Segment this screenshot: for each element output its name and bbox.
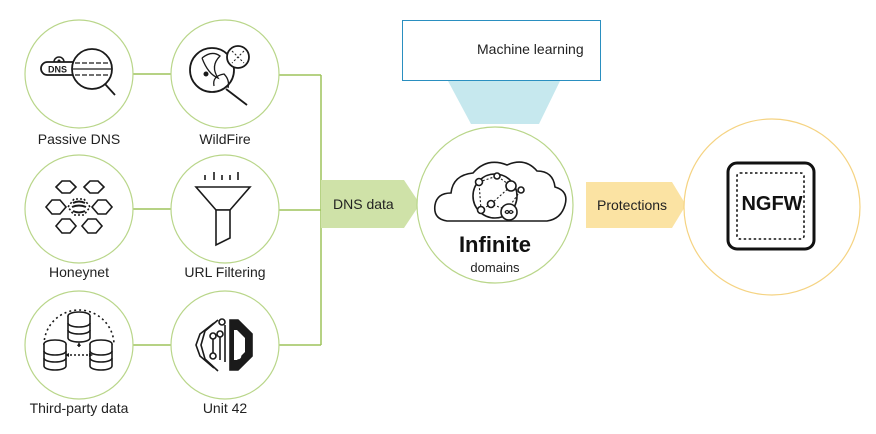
source-label-passive-dns: Passive DNS <box>37 131 121 147</box>
cloud-network-icon <box>433 161 567 222</box>
honeycomb-icon <box>44 180 114 234</box>
databases-icon <box>43 309 115 371</box>
unit42-circuit-icon <box>195 318 253 372</box>
source-label-unit42: Unit 42 <box>202 400 248 416</box>
machine-learning-label: Machine learning <box>477 41 584 57</box>
protections-label: Protections <box>597 197 668 213</box>
target-label: NGFW <box>741 193 803 215</box>
source-label-third-party: Third-party data <box>29 400 129 416</box>
funnel-icon <box>194 172 252 247</box>
core-subtitle: domains <box>470 260 520 275</box>
source-label-wildfire: WildFire <box>199 131 251 147</box>
svg-text:DNS: DNS <box>48 65 67 75</box>
core-title: Infinite <box>458 232 532 257</box>
dns-data-arrow <box>321 180 420 228</box>
source-label-honeynet: Honeynet <box>49 264 109 280</box>
dns-data-label: DNS data <box>333 196 394 212</box>
chip-icon <box>726 161 816 251</box>
wildfire-magnifier-icon <box>189 45 250 106</box>
passive-dns-magnifier-icon: DNS <box>40 48 116 96</box>
source-label-url-filtering: URL Filtering <box>184 264 266 280</box>
protections-arrow <box>586 182 686 228</box>
ml-beam <box>448 81 560 124</box>
machine-learning-box[interactable]: Machine learning <box>402 20 601 81</box>
